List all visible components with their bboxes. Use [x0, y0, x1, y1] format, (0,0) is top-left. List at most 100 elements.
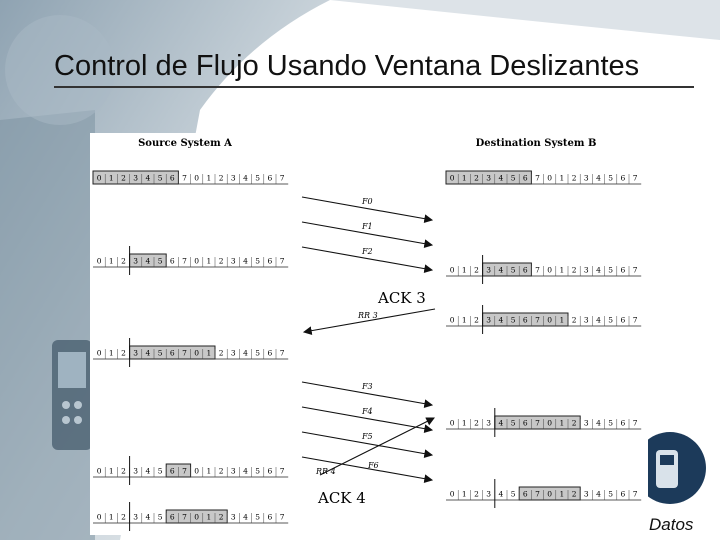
sequence-number: 2	[121, 257, 126, 266]
sequence-number: 5	[158, 349, 163, 358]
sequence-number: 3	[231, 513, 236, 522]
sequence-number: 2	[474, 316, 479, 325]
sequence-number: 7	[535, 490, 540, 499]
sequence-number: 5	[511, 266, 516, 275]
sequence-number: 2	[474, 266, 479, 275]
sequence-number: 1	[109, 513, 114, 522]
sequence-number: 1	[207, 513, 212, 522]
sequence-number: 0	[97, 349, 102, 358]
sequence-number: 0	[194, 349, 199, 358]
sequence-number: 1	[109, 174, 114, 183]
sequence-number: 0	[97, 513, 102, 522]
sequence-number: 7	[182, 174, 187, 183]
source-system-header: Source System A	[138, 138, 232, 149]
sequence-number: 6	[523, 490, 528, 499]
sequence-number: 4	[243, 467, 248, 476]
sequence-number: 5	[608, 174, 613, 183]
sequence-number: 7	[280, 467, 285, 476]
sequence-number: 3	[584, 174, 589, 183]
sequence-number: 4	[146, 174, 151, 183]
sequence-number: 1	[462, 174, 467, 183]
sequence-number: 7	[182, 257, 187, 266]
sequence-number: 0	[547, 419, 552, 428]
sequence-number: 2	[219, 513, 224, 522]
sequence-number: 1	[560, 174, 565, 183]
sequence-number: 5	[158, 257, 163, 266]
sequence-number: 0	[547, 316, 552, 325]
sequence-number: 0	[194, 513, 199, 522]
sequence-number: 5	[255, 467, 260, 476]
f0-message-label: F0	[361, 197, 373, 206]
sequence-number: 1	[560, 266, 565, 275]
sequence-number: 7	[280, 174, 285, 183]
sequence-number: 3	[486, 266, 491, 275]
sequence-number: 6	[170, 257, 175, 266]
sequence-number: 1	[560, 419, 565, 428]
sequence-number: 6	[621, 174, 626, 183]
sequence-number: 7	[535, 419, 540, 428]
f5-message-arrow	[301, 431, 434, 458]
f2-message-arrow	[301, 246, 434, 273]
sequence-number: 3	[133, 467, 138, 476]
sequence-number: 3	[231, 257, 236, 266]
sequence-number: 2	[474, 419, 479, 428]
sequence-number: 6	[268, 349, 273, 358]
f5-message-label: F5	[361, 432, 373, 441]
sequence-number: 6	[268, 257, 273, 266]
sequence-number: 2	[572, 266, 577, 275]
sequence-number: 1	[560, 316, 565, 325]
sequence-number: 1	[462, 316, 467, 325]
sequence-number: 7	[633, 419, 638, 428]
sequence-number: 5	[608, 266, 613, 275]
sequence-number: 3	[584, 266, 589, 275]
sequence-number: 6	[170, 349, 175, 358]
sequence-number: 3	[584, 490, 589, 499]
sequence-number: 5	[255, 349, 260, 358]
sequence-number: 0	[194, 467, 199, 476]
sequence-number: 2	[121, 513, 126, 522]
f1-message-arrow	[301, 221, 434, 248]
f4-message-arrow	[301, 406, 434, 433]
sequence-number: 1	[462, 266, 467, 275]
sequence-number: 0	[97, 174, 102, 183]
sequence-number: 6	[268, 467, 273, 476]
sequence-number: 1	[207, 349, 212, 358]
sequence-number: 7	[280, 513, 285, 522]
sequence-number: 4	[499, 490, 504, 499]
sequence-number: 2	[572, 174, 577, 183]
f6-message-arrow	[301, 456, 434, 483]
sequence-number: 5	[608, 316, 613, 325]
sequence-number: 5	[511, 174, 516, 183]
sequence-number: 4	[596, 490, 601, 499]
sequence-number: 7	[182, 349, 187, 358]
sequence-number: 4	[243, 513, 248, 522]
sequence-number: 1	[462, 419, 467, 428]
sequence-number: 4	[243, 349, 248, 358]
f2-message-label: F2	[361, 247, 373, 256]
sequence-number: 4	[146, 257, 151, 266]
f3-message-arrow	[301, 381, 434, 408]
sequence-number: 7	[280, 349, 285, 358]
sequence-number: 7	[535, 266, 540, 275]
sequence-number: 5	[608, 490, 613, 499]
sequence-number: 6	[523, 174, 528, 183]
sequence-number: 5	[158, 513, 163, 522]
sequence-number: 6	[621, 316, 626, 325]
sequence-number: 4	[146, 513, 151, 522]
sequence-number: 1	[462, 490, 467, 499]
slide-title: Control de Flujo Usando Ventana Deslizan…	[54, 50, 640, 82]
sequence-number: 1	[560, 490, 565, 499]
dest-system-header: Destination System B	[476, 138, 597, 149]
sequence-number: 3	[133, 513, 138, 522]
sequence-number: 0	[547, 174, 552, 183]
sequence-number: 4	[499, 316, 504, 325]
sequence-number: 6	[523, 266, 528, 275]
sequence-number: 6	[523, 419, 528, 428]
sequence-number: 0	[97, 257, 102, 266]
footer-label: Datos	[649, 515, 694, 534]
f0-message-arrow	[301, 196, 434, 223]
sequence-number: 6	[268, 174, 273, 183]
